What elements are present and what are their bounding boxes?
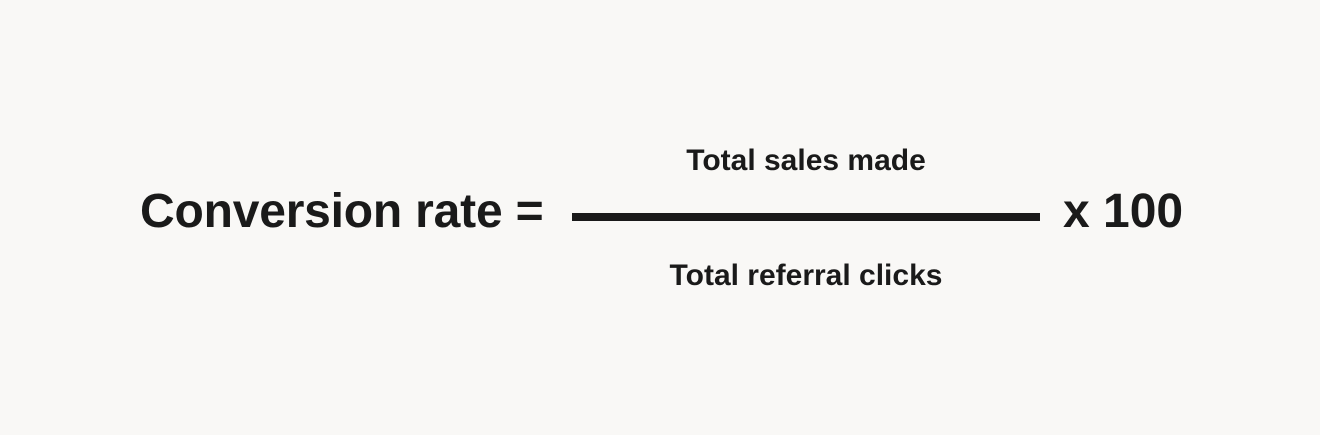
fraction-bar <box>572 213 1040 221</box>
fraction-numerator: Total sales made <box>686 144 926 177</box>
formula-lhs: Conversion rate = <box>140 185 544 238</box>
formula-multiplier: x 100 <box>1063 185 1184 238</box>
fraction-denominator: Total referral clicks <box>669 259 943 292</box>
